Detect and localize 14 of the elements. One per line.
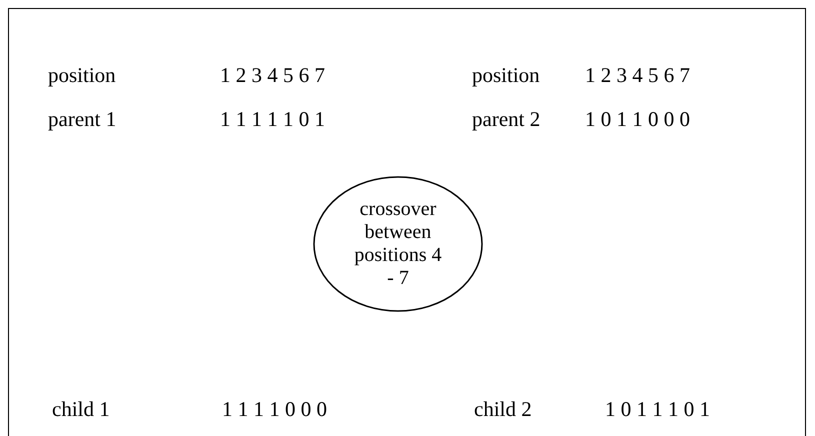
label-text: child 2 xyxy=(474,396,532,422)
label-text: child 1 xyxy=(52,396,110,422)
label-text: parent 1 xyxy=(48,106,116,132)
label-text: 1 1 1 1 0 0 0 xyxy=(222,396,327,422)
ellipse-text: crossover between positions 4 - 7 xyxy=(353,198,443,290)
label-text: 1 0 1 1 1 0 1 xyxy=(605,396,710,422)
label-text: 1 0 1 1 0 0 0 xyxy=(585,106,690,132)
crossover-ellipse xyxy=(313,176,483,312)
label-text: position xyxy=(472,62,540,88)
label-text: 1 2 3 4 5 6 7 xyxy=(585,62,690,88)
label-text: 1 1 1 1 1 0 1 xyxy=(220,106,325,132)
label-text: position xyxy=(48,62,116,88)
label-text: parent 2 xyxy=(472,106,540,132)
label-text: 1 2 3 4 5 6 7 xyxy=(220,62,325,88)
